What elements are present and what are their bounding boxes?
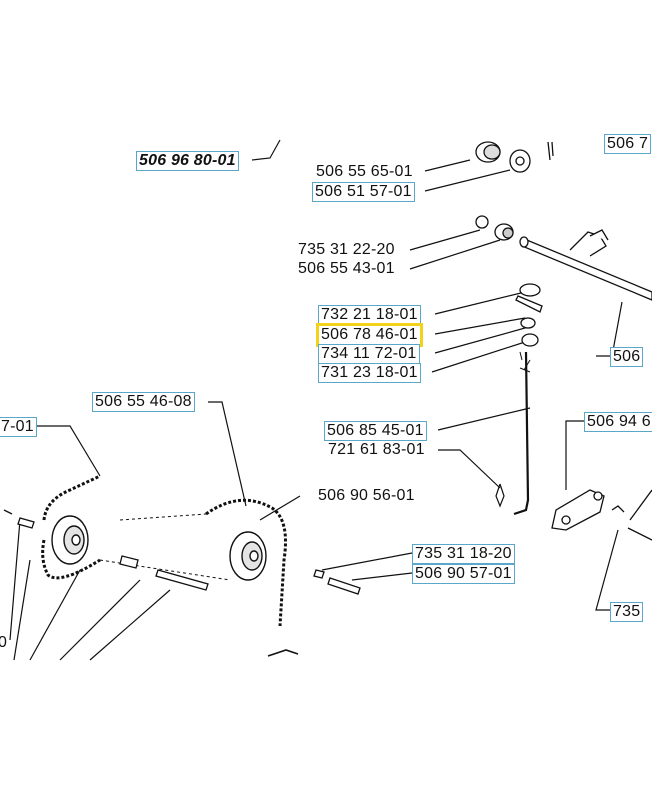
leader-line <box>13 559 31 661</box>
leader-line <box>424 159 471 172</box>
part-label[interactable]: 506 55 46-08 <box>92 392 195 412</box>
part-label[interactable]: 506 7 <box>604 134 652 154</box>
chain-path <box>99 559 231 581</box>
part-label[interactable]: 506 <box>610 347 644 367</box>
leader-line <box>438 449 501 489</box>
part-label[interactable]: 506 90 57-01 <box>412 564 515 584</box>
hub-assembly <box>475 141 554 173</box>
leader-line <box>595 529 619 611</box>
part-label[interactable]: 735 31 18-20 <box>412 544 515 564</box>
leader-line <box>409 239 501 270</box>
leader-line <box>431 341 526 373</box>
part-label[interactable]: 734 11 72-01 <box>318 344 420 364</box>
chain-path <box>119 513 207 521</box>
part-label[interactable]: 506 55 65-01 <box>316 163 413 180</box>
drive-chain-left <box>41 474 101 580</box>
part-label[interactable]: 506 90 56-01 <box>318 487 415 504</box>
part-label[interactable]: 732 21 18-01 <box>318 305 421 325</box>
leader-line <box>59 579 141 661</box>
leader-line <box>321 552 413 571</box>
part-label[interactable]: 735 <box>610 602 644 622</box>
leader-line <box>89 589 171 661</box>
leader-line <box>351 572 413 581</box>
leader-line <box>437 407 531 431</box>
part-label[interactable]: 506 55 43-01 <box>298 260 395 277</box>
leader-line <box>9 519 21 641</box>
leader-line <box>424 169 511 192</box>
leader-line <box>434 291 526 315</box>
part-label[interactable]: 506 96 80-01 <box>136 151 239 171</box>
right-pulley <box>229 531 267 581</box>
long-rod <box>513 351 531 516</box>
washer-stack <box>515 283 543 347</box>
leader-line <box>259 495 301 521</box>
main-shaft <box>519 229 652 301</box>
leader-line <box>251 139 281 161</box>
partial-part <box>267 649 299 657</box>
pins <box>3 509 361 595</box>
leader-line <box>29 569 81 661</box>
part-label[interactable]: 731 23 18-01 <box>318 363 421 383</box>
leader-line <box>208 401 247 507</box>
shaft-spacers <box>475 215 514 241</box>
leader-line <box>434 327 526 354</box>
part-label[interactable]: 735 31 22-20 <box>298 241 395 258</box>
part-label[interactable]: 7-01 <box>0 417 37 437</box>
leader-line <box>434 317 526 335</box>
cotter-pin <box>495 483 505 508</box>
drive-chain-right <box>205 498 287 627</box>
leader-line <box>409 229 481 251</box>
leader-line <box>565 420 584 490</box>
part-label[interactable]: 506 51 57-01 <box>312 182 415 202</box>
bracket-plate <box>551 489 652 541</box>
part-label[interactable]: 0 <box>0 634 8 651</box>
part-label[interactable]: 506 85 45-01 <box>324 421 427 441</box>
left-pulley <box>51 515 89 565</box>
part-label[interactable]: 721 61 83-01 <box>328 441 425 458</box>
leader-line <box>36 425 101 477</box>
part-label[interactable]: 506 94 6 <box>584 412 652 432</box>
